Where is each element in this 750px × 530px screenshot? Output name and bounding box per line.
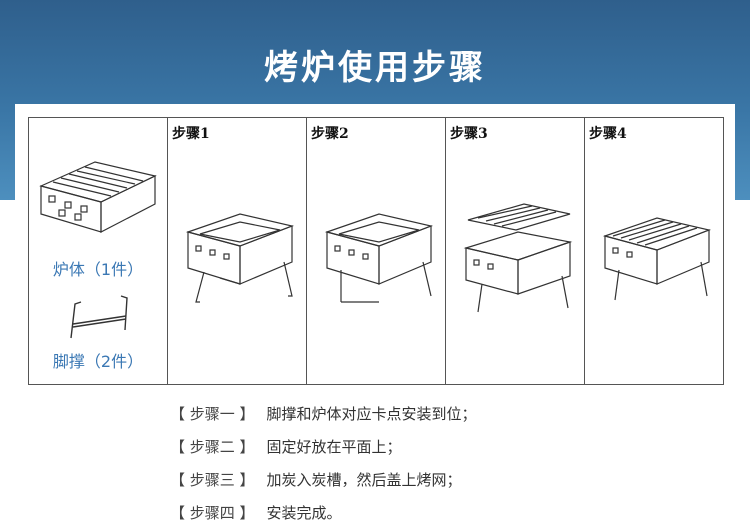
step-label-4: 步骤4 <box>589 126 627 142</box>
step-panel-1: 步骤1 <box>167 118 306 384</box>
instruction-text: 加炭入炭槽，然后盖上烤网； <box>266 471 462 489</box>
step-panel-4: 步骤4 <box>584 118 723 384</box>
part-label-body: 炉体（1件） <box>52 260 144 279</box>
instruction-tag: 【 步骤四 】 <box>170 504 255 522</box>
step-label-3: 步骤3 <box>450 126 488 142</box>
part-label-leg: 脚撑（2件） <box>52 352 144 371</box>
grill-stand-illustration <box>185 213 295 303</box>
instruction-text: 脚撑和炉体对应卡点安装到位； <box>266 405 477 423</box>
instruction-item: 【 步骤三 】加炭入炭槽，然后盖上烤网； <box>170 464 477 497</box>
instruction-item: 【 步骤四 】安装完成。 <box>170 497 477 530</box>
instruction-text: 安装完成。 <box>266 504 342 522</box>
steps-table: 炉体（1件） 脚撑（2件） 步骤1 <box>28 117 724 385</box>
instruction-tag: 【 步骤一 】 <box>170 405 255 423</box>
support-leg-illustration <box>70 295 128 339</box>
grill-placed-illustration <box>324 213 434 303</box>
grill-complete-illustration <box>602 217 712 301</box>
step-panel-3: 步骤3 <box>445 118 584 384</box>
instruction-tag: 【 步骤二 】 <box>170 438 255 456</box>
parts-column: 炉体（1件） 脚撑（2件） <box>29 118 167 384</box>
grill-net-illustration <box>463 203 573 313</box>
step-label-2: 步骤2 <box>311 126 349 142</box>
step-label-1: 步骤1 <box>172 126 210 142</box>
instruction-tag: 【 步骤三 】 <box>170 471 255 489</box>
instruction-item: 【 步骤二 】固定好放在平面上； <box>170 431 477 464</box>
instruction-text: 固定好放在平面上； <box>266 438 402 456</box>
step-panel-2: 步骤2 <box>306 118 445 384</box>
grill-body-illustration <box>39 161 157 233</box>
instruction-item: 【 步骤一 】脚撑和炉体对应卡点安装到位； <box>170 398 477 431</box>
page-title: 烤炉使用步骤 <box>264 48 486 88</box>
instruction-list: 【 步骤一 】脚撑和炉体对应卡点安装到位； 【 步骤二 】固定好放在平面上； 【… <box>170 398 477 530</box>
